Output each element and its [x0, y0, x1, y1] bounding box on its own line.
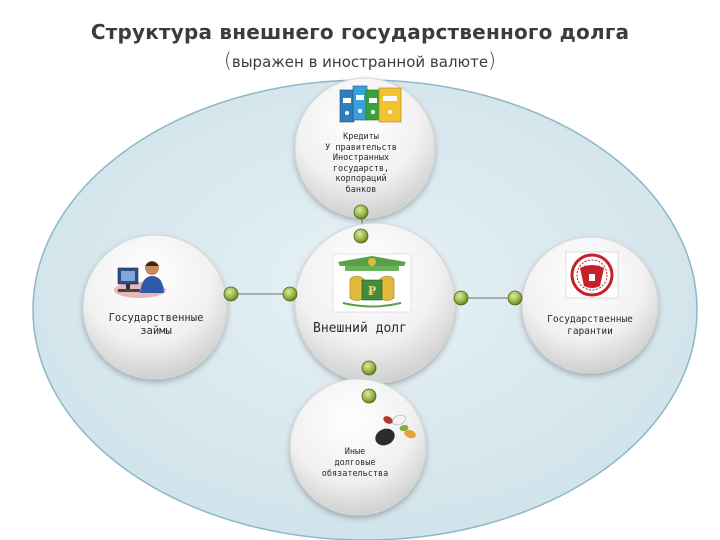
node-bottom-label: Иные долговые обязательства: [305, 447, 405, 480]
subtitle-close-paren: ): [488, 48, 496, 72]
node-label-line: Внешний долг: [313, 321, 407, 336]
node-left-circle: [82, 234, 228, 380]
node-label-line: обязательства: [321, 469, 389, 479]
ministry-of-finance-emblem-icon: ₽: [332, 253, 412, 313]
node-right-label: Государственные гарантии: [530, 314, 650, 338]
node-label-line: долговые: [334, 458, 376, 468]
node-top-label: Кредиты У правительств Иностранных госуд…: [300, 132, 422, 195]
node-label-line: банков: [345, 184, 377, 195]
node-label-line: Кредиты: [343, 132, 379, 142]
binders-icon: [339, 85, 402, 123]
connector-dots: [223, 204, 523, 404]
page-subtitle: (выражен в иностранной валюте): [0, 48, 720, 72]
node-label-line: У правительств: [325, 142, 397, 153]
node-label-line: гарантии: [567, 326, 613, 337]
node-label-line: Государственные: [108, 312, 204, 324]
connector-dot: [453, 290, 469, 306]
node-label-line: займы: [140, 325, 172, 337]
node-bottom-circle: [289, 378, 427, 516]
page-title: Структура внешнего государственного долг…: [90, 20, 630, 44]
node-label-line: Иные: [344, 447, 366, 457]
node-label-line: Иностранных: [332, 153, 390, 163]
person-at-computer-icon: [114, 261, 166, 298]
connector-dot: [353, 204, 369, 220]
connector-dot: [507, 290, 523, 306]
pills-icon: [375, 414, 416, 446]
node-left-label: Государственные займы: [86, 312, 226, 338]
connector-dot: [353, 228, 369, 244]
node-center-label: Внешний долг: [300, 321, 420, 337]
subtitle-open-paren: (: [224, 48, 232, 72]
subtitle-text: выражен в иностранной валюте: [231, 53, 489, 71]
node-label-line: государств,: [332, 163, 390, 174]
connector-dot: [361, 360, 377, 376]
node-label-line: Государственные: [547, 314, 633, 325]
connector-dot: [223, 286, 239, 302]
svg-text:₽: ₽: [368, 284, 377, 298]
node-right-circle: [521, 236, 659, 374]
russian-coat-of-arms-icon: [565, 251, 619, 299]
node-label-line: корпораций: [335, 174, 387, 184]
connector-dot: [282, 286, 298, 302]
connector-dot: [361, 388, 377, 404]
